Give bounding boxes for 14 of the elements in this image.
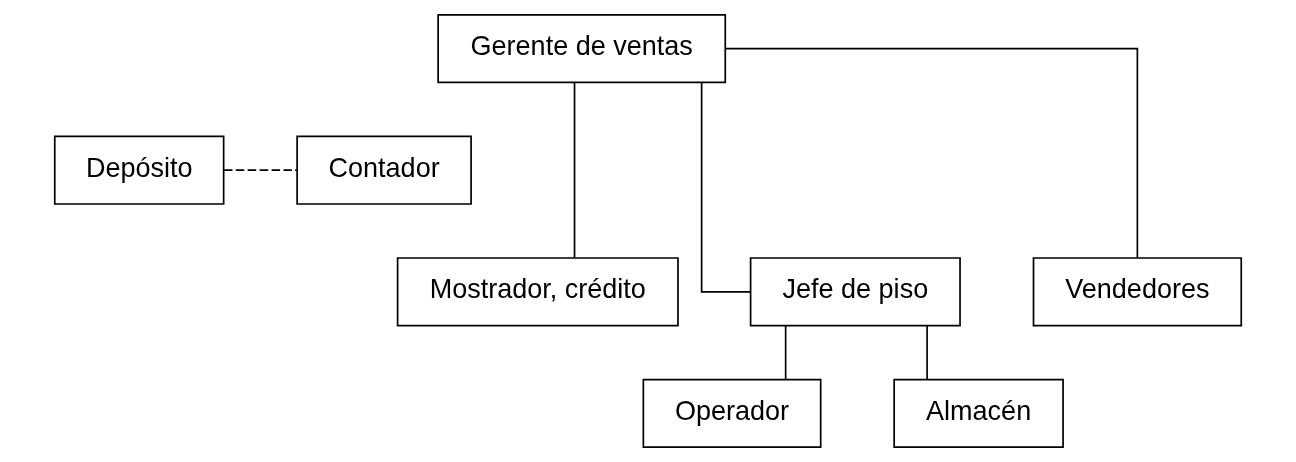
node-box: Almacén — [893, 378, 1064, 449]
connector — [700, 81, 752, 293]
connector — [223, 169, 298, 172]
connector — [926, 324, 928, 381]
node-box: Jefe de piso — [749, 257, 961, 327]
node-box: Operador — [642, 378, 822, 449]
connector — [784, 324, 787, 381]
node-box: Gerente de ventas — [437, 13, 727, 84]
connector — [724, 47, 1139, 259]
connector — [573, 81, 576, 259]
node-box: Contador — [296, 135, 472, 205]
node-box: Depósito — [53, 135, 225, 205]
node-box: Vendedores — [1032, 257, 1243, 327]
node-box: Mostrador, crédito — [396, 257, 679, 327]
